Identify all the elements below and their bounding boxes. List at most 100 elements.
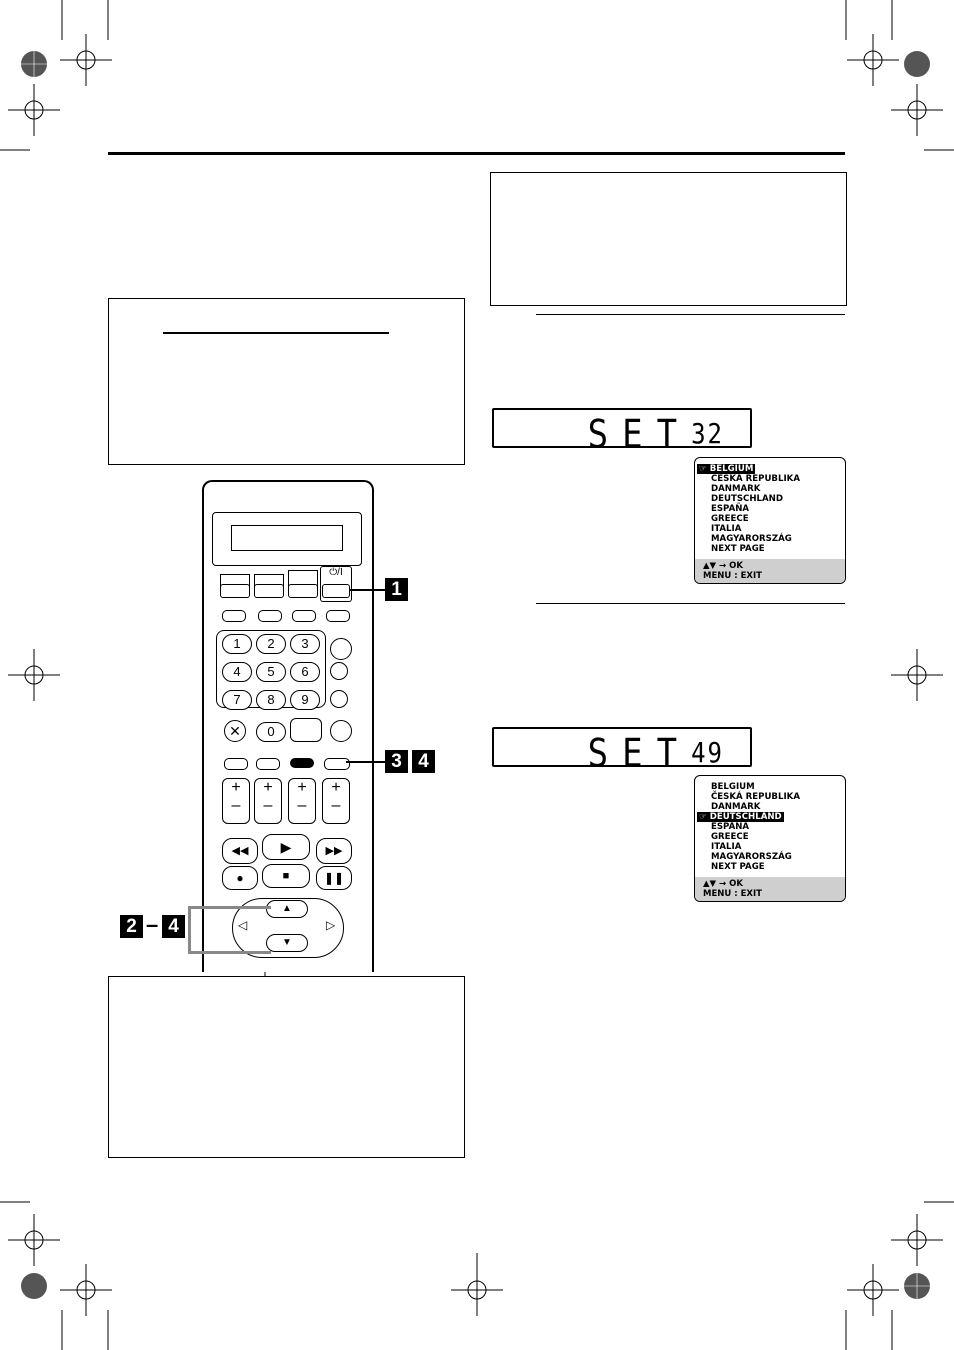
osd-footer: ▲▼ → OK MENU : EXIT [695,559,845,583]
country-item[interactable]: GREECE [711,832,749,842]
menu-leader-line [346,761,385,763]
lcd-label: SET [587,412,692,458]
country-item[interactable]: DANMARK [711,802,761,812]
right-button[interactable]: ▷ [326,918,336,932]
function-button[interactable] [224,758,248,770]
function-button[interactable] [222,610,246,622]
number-key-5[interactable]: 5 [256,662,286,682]
down-button[interactable]: ▼ [266,934,308,952]
lcd-value: 49 [691,736,724,769]
number-key-0[interactable]: 0 [256,722,286,742]
lcd-display: SET32 [492,408,752,458]
country-item-selected[interactable]: ☞ DEUTSCHLAND [697,812,784,822]
country-item[interactable]: NEXT PAGE [711,862,765,872]
number-key-7[interactable]: 7 [222,690,252,710]
timer-button[interactable] [330,690,348,708]
nav-bracket [188,906,271,954]
lcd-readout: SET49 [588,731,724,777]
number-key-4[interactable]: 4 [222,662,252,682]
plus-minus-button[interactable]: +– [254,778,282,824]
country-item[interactable]: ČESKÁ REPUBLIKA [711,792,800,802]
notes-box-top-right [490,172,847,306]
rewind-button[interactable]: ◀◀ [222,838,258,864]
source-button-1[interactable] [220,584,250,598]
number-key-8[interactable]: 8 [256,690,286,710]
number-key-1[interactable]: 1 [222,634,252,654]
notes-box-bottom-left [108,976,465,1158]
step-badge-dash: – [146,912,159,937]
record-button[interactable]: ● [222,866,258,890]
lcd-display: SET49 [492,727,752,777]
osd-footer-exit: MENU : EXIT [703,571,762,581]
country-list: ☞ BELGIUM ČESKÁ REPUBLIKA DANMARK DEUTSC… [695,458,845,554]
osd-footer-nav: ▲▼ → OK [703,561,743,571]
step-badge-menu-3: 3 [385,750,408,773]
remote-display-window [212,512,362,566]
power-area: ⏻/I [320,566,352,602]
osd-country-menu: BELGIUM ČESKÁ REPUBLIKA DANMARK ☞ DEUTSC… [694,775,846,902]
source-button-2[interactable] [254,584,284,598]
lcd-label: SET [587,731,692,777]
country-item[interactable]: ESPAÑA [711,822,750,832]
nav-pad [232,898,344,958]
plus-minus-button[interactable]: +– [288,778,316,824]
osd-footer-nav: ▲▼ → OK [703,879,743,889]
help-button[interactable] [256,758,280,770]
stop-button[interactable]: ■ [262,864,310,888]
ok-button[interactable] [290,758,314,768]
country-item[interactable]: DEUTSCHLAND [711,494,783,504]
number-key-6[interactable]: 6 [290,662,320,682]
fast-forward-button[interactable]: ▶▶ [316,838,352,864]
pause-button[interactable]: ❚❚ [316,866,352,890]
plus-minus-button[interactable]: +– [322,778,350,824]
skip-button[interactable] [330,638,352,660]
function-button[interactable] [292,610,316,622]
menu-button[interactable] [324,758,350,770]
source-button-3[interactable] [288,584,318,598]
country-item[interactable]: GREECE [711,514,749,524]
osd-footer-exit: MENU : EXIT [703,889,762,899]
step-badge-power: 1 [385,578,408,601]
plus-minus-button[interactable]: +– [222,778,250,824]
number-key-9[interactable]: 9 [290,690,320,710]
country-item[interactable]: BELGIUM [711,782,755,792]
country-item[interactable]: MAGYARORSZÁG [711,534,792,544]
play-button[interactable]: ▶ [262,834,310,860]
lcd-readout: SET32 [588,412,724,458]
number-key-2[interactable]: 2 [256,634,286,654]
country-item[interactable]: ČESKÁ REPUBLIKA [711,474,800,484]
power-button[interactable] [322,584,350,598]
round-button[interactable] [330,720,352,742]
country-list: BELGIUM ČESKÁ REPUBLIKA DANMARK ☞ DEUTSC… [695,776,845,872]
notes-box-left [108,298,465,465]
country-item[interactable]: ESPAÑA [711,504,750,514]
power-leader-line [350,589,385,591]
up-button[interactable]: ▲ [266,900,308,918]
osd-footer: ▲▼ → OK MENU : EXIT [695,877,845,901]
osd-country-menu: ☞ BELGIUM ČESKÁ REPUBLIKA DANMARK DEUTSC… [694,457,846,584]
notes-box-heading-rule [163,332,389,334]
lcd-value: 32 [691,417,724,450]
power-label: ⏻/I [329,567,343,578]
speed-button[interactable] [290,718,322,742]
country-item[interactable]: DANMARK [711,484,761,494]
step-badge-nav-4: 4 [162,915,185,938]
step-badge-nav-2: 2 [120,915,143,938]
cancel-icon: ✕ [229,723,241,739]
country-item[interactable]: NEXT PAGE [711,544,765,554]
country-item[interactable]: ITALIA [711,524,742,534]
number-key-3[interactable]: 3 [290,634,320,654]
section-rule-1 [536,314,845,315]
function-button[interactable] [258,610,282,622]
header-rule [108,152,845,155]
country-item[interactable]: ITALIA [711,842,742,852]
section-rule-2 [536,603,845,604]
country-item[interactable]: MAGYARORSZÁG [711,852,792,862]
antenna-button[interactable] [330,662,348,680]
step-badge-menu-4: 4 [412,750,435,773]
remote-control: ⏻/I 1 2 3 4 5 6 7 8 9 ✕ 0 +– +– +– +– ◀◀… [202,480,374,972]
cancel-button[interactable]: ✕ [224,720,246,742]
left-button[interactable]: ◁ [238,918,248,932]
function-button[interactable] [326,610,350,622]
country-item-selected[interactable]: ☞ BELGIUM [697,464,756,474]
